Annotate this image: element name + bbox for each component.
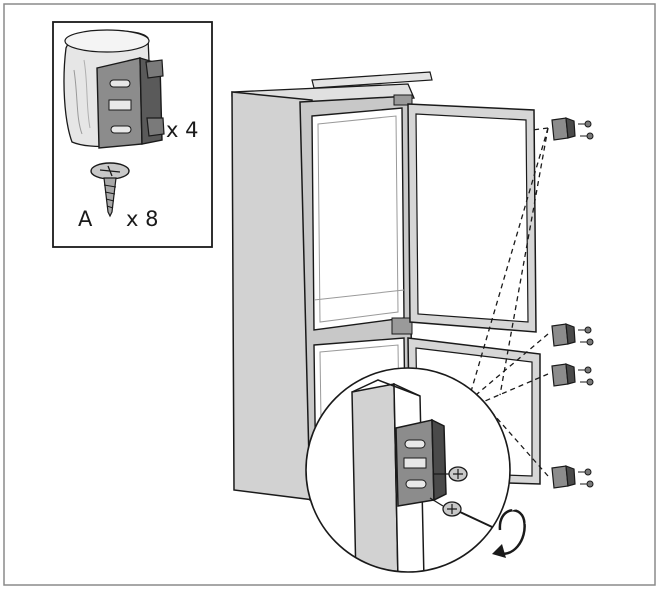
door-bracket-1 <box>551 117 594 141</box>
bracket-quantity: x 4 <box>166 118 198 142</box>
hinge-bracket-icon <box>96 57 165 149</box>
detail-screw-1 <box>434 466 468 482</box>
door-bracket-4 <box>551 465 594 489</box>
parts-box: x 4 A x 8 <box>52 21 213 248</box>
upper-door <box>407 103 537 333</box>
screw-icon <box>90 162 130 218</box>
frame-middle-hinge <box>391 317 413 335</box>
frame-top-hinge <box>393 94 413 106</box>
screw-label: A <box>78 207 93 231</box>
door-bracket-3 <box>551 363 594 387</box>
screw-quantity: x 8 <box>126 207 158 231</box>
rotation-arrow-icon <box>492 508 527 558</box>
detail-magnifier <box>305 367 511 573</box>
assembly-guide-lines <box>469 127 549 477</box>
detail-screw-2 <box>429 497 462 517</box>
door-bracket-2 <box>551 323 594 347</box>
